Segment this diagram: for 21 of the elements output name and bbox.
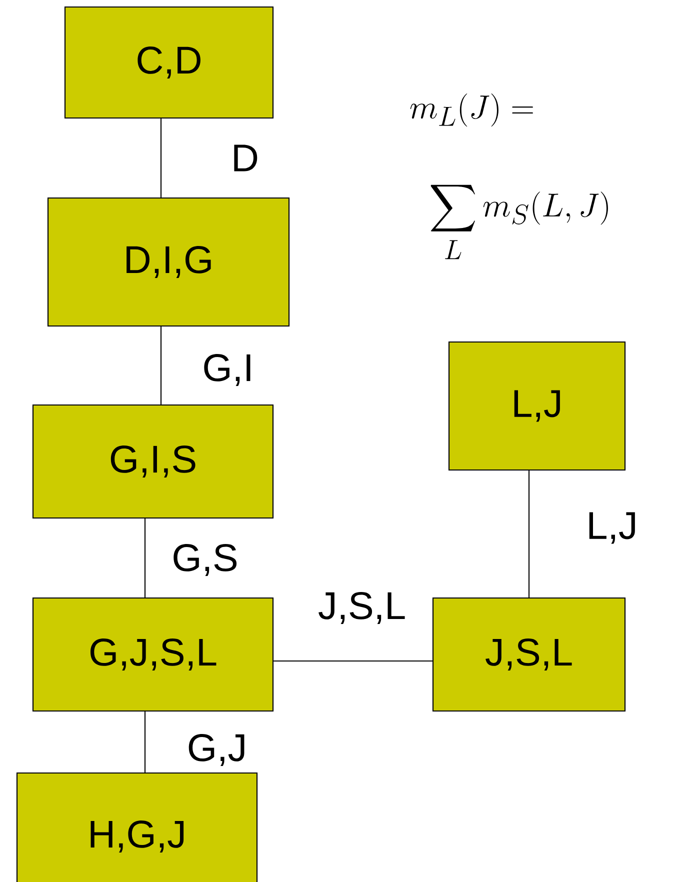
connector-line	[144, 518, 146, 598]
set-box: C,D	[64, 6, 274, 119]
connector-line	[528, 470, 530, 598]
set-box: J,S,L	[432, 597, 626, 712]
connector-line	[274, 660, 432, 662]
connector-line	[144, 712, 146, 772]
edge-label: G,S	[174, 544, 237, 576]
edge-label: G,J	[188, 734, 244, 766]
formula: $\sum_L m_S(L,J)$	[430, 184, 608, 260]
formula: $m_L(J) =$	[410, 93, 533, 127]
set-box: G,J,S,L	[32, 597, 274, 712]
edge-label: L,J	[589, 512, 635, 544]
edge-label: J,S,L	[318, 592, 405, 624]
set-box: G,I,S	[32, 404, 274, 519]
set-box: L,J	[448, 341, 626, 471]
connector-line	[160, 326, 162, 404]
set-box: H,G,J	[16, 772, 258, 882]
connector-line	[160, 118, 162, 198]
edge-label: D	[234, 144, 258, 172]
edge-label: G,I	[204, 354, 250, 386]
set-box: D,I,G	[47, 197, 290, 327]
